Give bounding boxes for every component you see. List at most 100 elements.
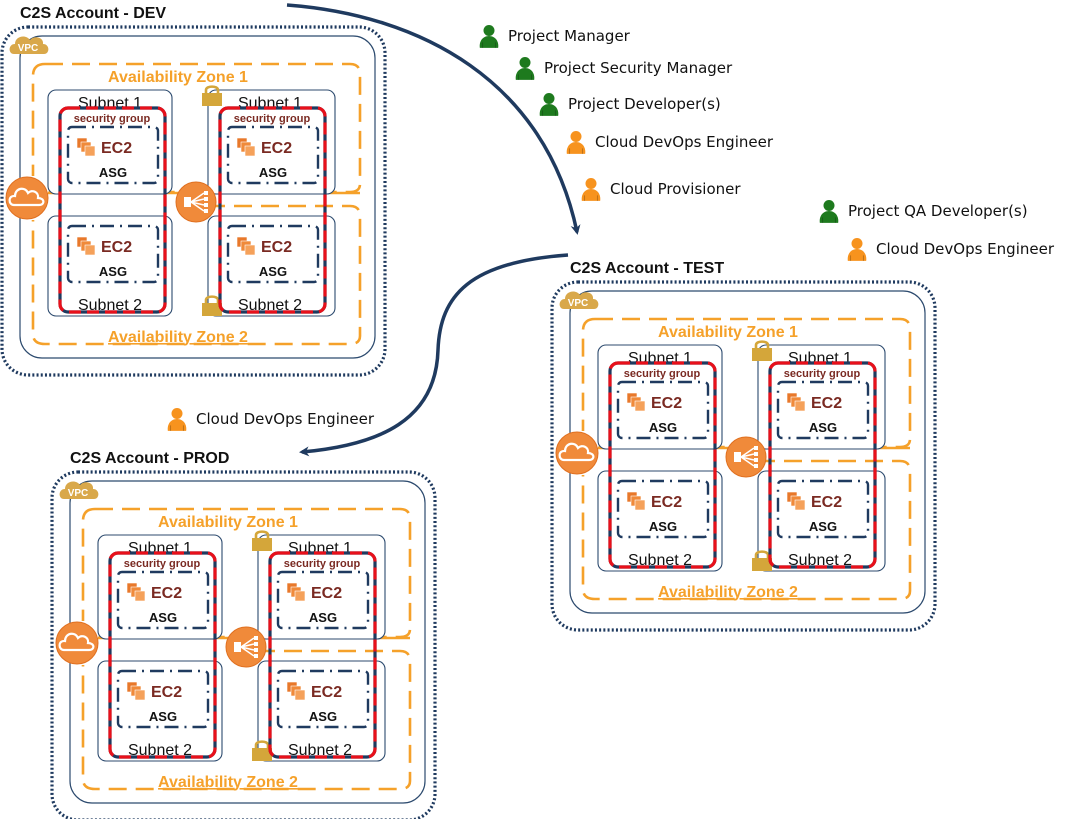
role-label: Cloud Provisioner xyxy=(610,180,741,198)
ec2-instances-icon xyxy=(626,491,646,511)
account-title: C2S Account - DEV xyxy=(20,5,166,22)
ec2-label: EC2 xyxy=(101,239,132,256)
subnet-boundary xyxy=(257,534,386,640)
vpc-label: VPC xyxy=(568,298,589,309)
role-group-test: Project QA Developer(s)Cloud DevOps Engi… xyxy=(819,199,1055,261)
lock-icon xyxy=(752,550,772,571)
lock-icon xyxy=(252,530,272,551)
vpc-cloud-icon: VPC xyxy=(9,36,49,54)
subnet-label: Subnet 2 xyxy=(238,297,302,314)
person-icon xyxy=(581,177,601,201)
subnet-label: Subnet 2 xyxy=(628,552,692,569)
asg-label: ASG xyxy=(309,610,337,625)
asg-label: ASG xyxy=(99,264,127,279)
security-group-label: security group xyxy=(74,113,151,125)
subnet-boundary xyxy=(47,89,173,195)
lock-icon xyxy=(202,85,222,106)
asg-label: ASG xyxy=(809,519,837,534)
ec2-instances-icon xyxy=(626,392,646,412)
subnet-label: Subnet 2 xyxy=(78,297,142,314)
security-group: security group xyxy=(58,106,167,314)
security-group: security group xyxy=(268,551,377,759)
ec2-label: EC2 xyxy=(811,494,842,511)
account-title: C2S Account - TEST xyxy=(570,260,724,277)
asg-label: ASG xyxy=(309,709,337,724)
subnet: Subnet 1 xyxy=(752,340,886,450)
subnet-boundary xyxy=(97,534,223,640)
availability-zone-1 xyxy=(45,62,362,194)
load-balancer-icon xyxy=(225,626,267,668)
ec2-instances-icon xyxy=(286,681,306,701)
person-icon xyxy=(566,130,586,154)
security-group: security group xyxy=(218,106,327,314)
lock-icon xyxy=(752,340,772,361)
role-label: Cloud DevOps Engineer xyxy=(595,133,774,151)
asg-label: ASG xyxy=(259,264,287,279)
availability-zone-1-label: Availability Zone 1 xyxy=(108,69,248,86)
availability-zone-1 xyxy=(95,507,412,639)
subnet-boundary xyxy=(207,89,336,195)
subnet-boundary xyxy=(597,344,723,450)
subnet-label: Subnet 2 xyxy=(788,552,852,569)
account-boundary xyxy=(50,470,437,819)
security-group-label: security group xyxy=(284,558,361,570)
ec2-instances-icon xyxy=(236,236,256,256)
ec2-label: EC2 xyxy=(261,239,292,256)
ec2-label: EC2 xyxy=(651,494,682,511)
ec2-instances-icon xyxy=(76,236,96,256)
flow-arrow-test-to-prod xyxy=(299,253,569,457)
asg-label: ASG xyxy=(259,165,287,180)
availability-zone-1-label: Availability Zone 1 xyxy=(658,324,798,341)
security-group-label: security group xyxy=(784,368,861,380)
person-icon xyxy=(515,56,535,80)
asg-label: ASG xyxy=(649,420,677,435)
security-group: security group xyxy=(768,361,877,569)
internet-gateway-icon xyxy=(555,431,599,475)
person-icon xyxy=(167,407,187,431)
account-boundary xyxy=(550,280,937,632)
security-group: security group xyxy=(108,551,217,759)
person-icon xyxy=(847,237,867,261)
flow-arrow-dev-to-test xyxy=(286,3,581,235)
role-label: Cloud DevOps Engineer xyxy=(196,410,375,428)
availability-zone-2 xyxy=(581,459,912,601)
ec2-label: EC2 xyxy=(311,585,342,602)
asg-label: ASG xyxy=(99,165,127,180)
asg-label: ASG xyxy=(149,709,177,724)
availability-zone-2-label: Availability Zone 2 xyxy=(158,774,298,791)
person-icon xyxy=(479,24,499,48)
load-balancer-icon xyxy=(725,436,767,478)
ec2-instances-icon xyxy=(786,392,806,412)
vpc-cloud-icon: VPC xyxy=(59,481,99,499)
subnet-label: Subnet 2 xyxy=(128,742,192,759)
security-group-label: security group xyxy=(234,113,311,125)
role-label: Project Manager xyxy=(508,27,631,45)
role-label: Project QA Developer(s) xyxy=(848,202,1028,220)
role-label: Project Security Manager xyxy=(544,59,733,77)
ec2-label: EC2 xyxy=(261,140,292,157)
role-label: Project Developer(s) xyxy=(568,95,721,113)
internet-gateway-icon xyxy=(5,176,49,220)
security-group-label: security group xyxy=(624,368,701,380)
role-item: Cloud DevOps Engineer xyxy=(566,130,774,154)
asg-label: ASG xyxy=(809,420,837,435)
ec2-label: EC2 xyxy=(101,140,132,157)
role-item: Project Security Manager xyxy=(515,56,733,80)
account-test: C2S Account - TEST VPC Availability Zone 1… xyxy=(550,260,937,632)
person-icon xyxy=(539,92,559,116)
vpc-cloud-icon: VPC xyxy=(559,291,599,309)
availability-zone-2-label: Availability Zone 2 xyxy=(108,329,248,346)
ec2-instances-icon xyxy=(236,137,256,157)
